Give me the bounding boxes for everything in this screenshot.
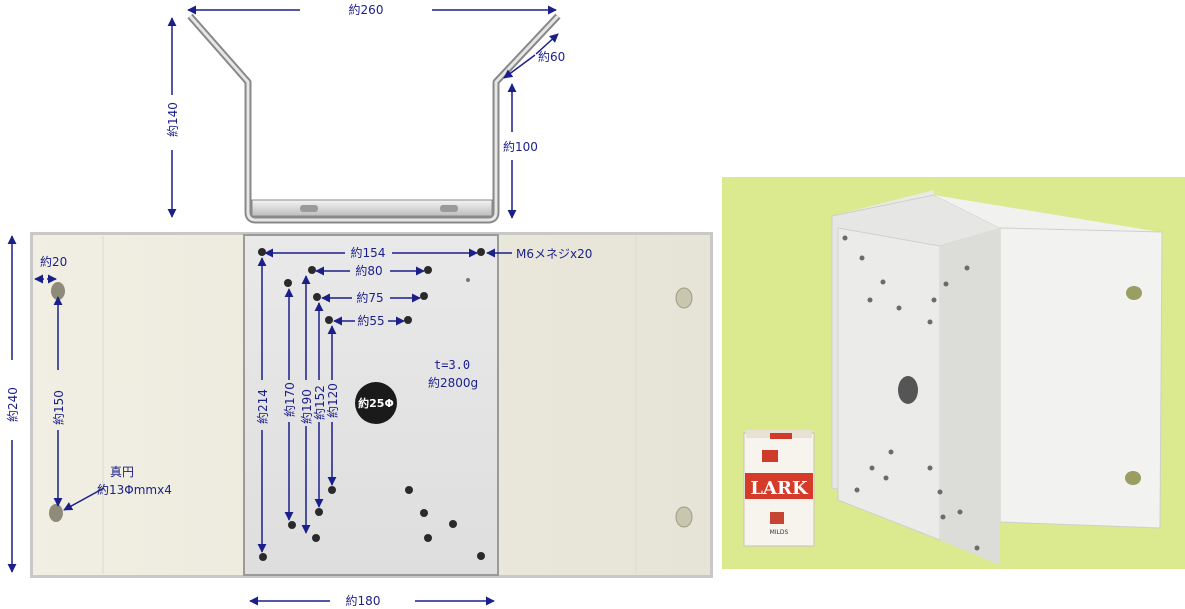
pack-brand: LARK: [750, 478, 809, 499]
dim-55: 約55: [333, 313, 405, 328]
dim-width-180: 約180: [249, 593, 495, 608]
d75-label: 約75: [356, 290, 383, 305]
dim-height-140: 約140: [165, 17, 180, 218]
dim-75: 約75: [321, 290, 421, 305]
v214-label: 約214: [255, 389, 270, 424]
height-left-label: 約240: [5, 387, 20, 422]
dim-height-240: 約240: [5, 235, 20, 573]
left-slots: [49, 282, 65, 522]
flange-label: 約60: [538, 49, 565, 64]
d55-label: 約55: [357, 313, 384, 328]
right-slots: [675, 287, 693, 528]
v170-label: 約170: [282, 382, 297, 417]
pack-sub: MILDS: [770, 529, 789, 536]
bracket-top-view: [187, 13, 561, 224]
dim-slot-150: 約150: [51, 296, 66, 507]
center-holes: [258, 248, 485, 561]
bracket-plate-view: [30, 232, 713, 578]
d80-label: 約80: [355, 263, 382, 278]
bolt-spec-label: M6メネジx20: [516, 247, 592, 261]
dim-flange-60: 約60: [503, 33, 565, 79]
d154-label: 約154: [351, 245, 386, 260]
dim-120: 約120: [325, 325, 340, 486]
dim-depth-100: 約100: [503, 83, 538, 219]
round-hole-note: 真円 約13Φmmx4: [63, 465, 172, 511]
width-top-label: 約260: [349, 2, 384, 17]
height-top-label: 約140: [165, 102, 180, 137]
slot-pitch-label: 約150: [51, 390, 66, 425]
edge-label: 約20: [40, 254, 67, 269]
center-hole-label: 約25Φ: [358, 396, 394, 410]
center-hole: 約25Φ: [355, 382, 397, 424]
weight-label: 約2800g: [428, 375, 478, 390]
dim-214: 約214: [255, 257, 270, 553]
depth-label: 約100: [503, 139, 538, 154]
dim-154: 約154: [264, 245, 478, 260]
dim-170: 約170: [282, 288, 297, 521]
v190-label: 約190: [299, 389, 314, 424]
cigarette-pack: LARK MILDS: [743, 430, 815, 547]
v152-label: 約152: [312, 385, 327, 420]
dim-190: 約190: [299, 275, 314, 534]
round-hole-spec-label: 約13Φmmx4: [97, 482, 172, 497]
width-bottom-label: 約180: [346, 593, 381, 608]
product-photo: [722, 177, 1185, 569]
thickness-label: t=3.0: [434, 358, 470, 372]
dim-152: 約152: [312, 302, 327, 508]
round-hole-label: 真円: [110, 465, 134, 479]
bolt-note: M6メネジx20: [486, 247, 592, 261]
dim-width-260: 約260: [187, 2, 557, 17]
dim-edge-20: 約20: [34, 254, 67, 284]
v120-label: 約120: [325, 383, 340, 418]
dim-80: 約80: [315, 263, 425, 278]
